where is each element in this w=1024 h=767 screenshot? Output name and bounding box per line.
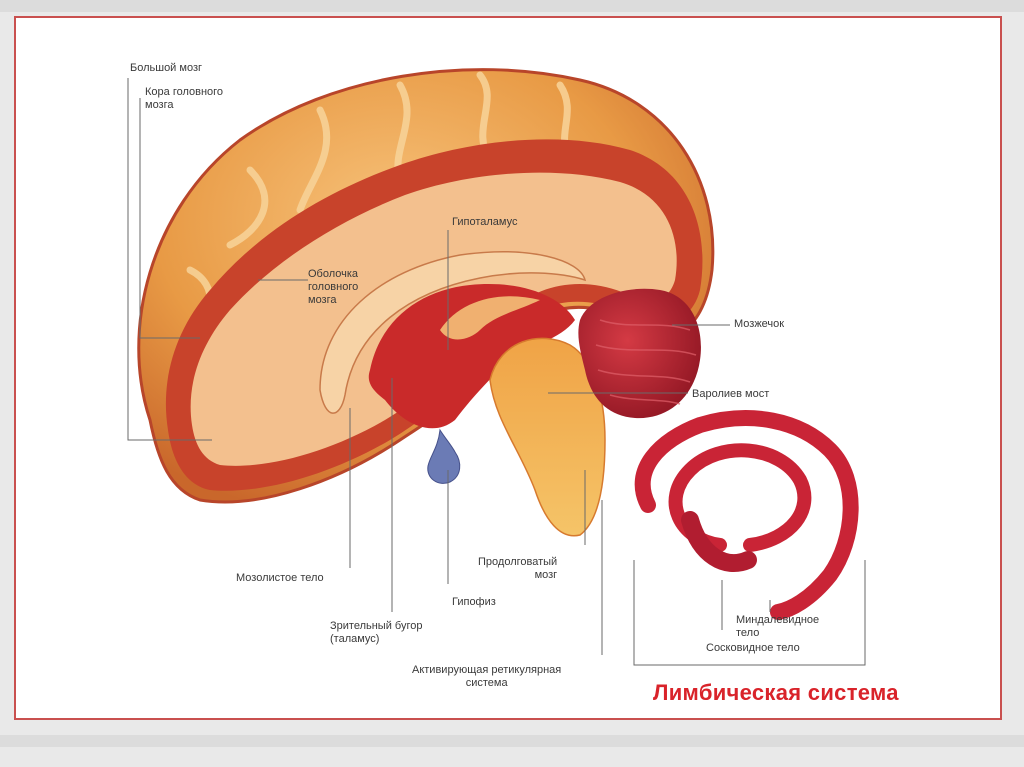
pituitary xyxy=(428,430,460,483)
label-hypothalamus: Гипоталамус xyxy=(452,216,517,229)
label-pons: Варолиев мост xyxy=(692,388,769,401)
label-cerebrum: Большой мозг xyxy=(130,62,202,75)
label-reticular: Активирующая ретикулярная система xyxy=(412,664,561,690)
label-mammillary: Сосковидное тело xyxy=(706,642,800,655)
diagram-title: Лимбическая система xyxy=(653,680,899,706)
label-thalamus: Зрительный бугор (таламус) xyxy=(330,620,422,646)
label-cerebellum: Мозжечок xyxy=(734,318,784,331)
label-cortex: Кора головного мозга xyxy=(145,86,223,112)
label-pituitary: Гипофиз xyxy=(452,596,496,609)
label-corpus-callosum: Мозолистое тело xyxy=(236,572,324,585)
label-medulla: Продолговатый мозг xyxy=(478,556,557,582)
label-meninges: Оболочка головного мозга xyxy=(308,268,358,307)
limbic-system xyxy=(643,418,851,612)
label-amygdala: Миндалевидное тело xyxy=(736,614,819,640)
